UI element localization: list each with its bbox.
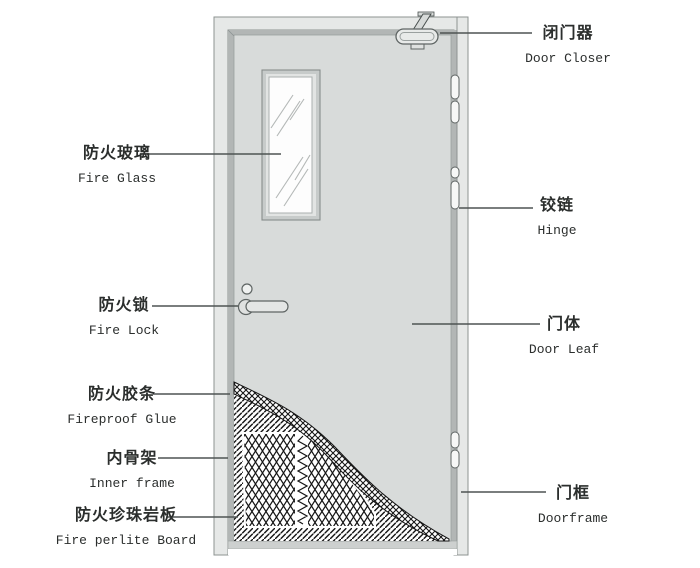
inner-frame-mesh — [244, 434, 374, 526]
cutaway-section — [233, 381, 450, 542]
label-fireproof-glue-en: Fireproof Glue — [67, 412, 177, 427]
label-fire-lock-en: Fire Lock — [88, 323, 160, 338]
label-fireproof-glue: 防火胶条 Fireproof Glue — [67, 385, 176, 428]
label-fire-lock: 防火锁 Fire Lock — [89, 296, 159, 339]
label-door-leaf-zh: 门体 — [546, 316, 581, 333]
label-fire-perlite-board-en: Fire perlite Board — [55, 533, 197, 548]
label-door-leaf: 门体 Door Leaf — [529, 315, 599, 358]
label-fire-glass-en: Fire Glass — [77, 171, 157, 186]
frame-miter-line — [227, 29, 235, 37]
lock-cylinder — [241, 283, 253, 295]
door-closer-body-inner — [399, 32, 435, 41]
glass-reflection-lines — [270, 94, 311, 207]
door-closer-device — [395, 11, 439, 50]
label-door-closer: 闭门器 Door Closer — [525, 24, 611, 67]
label-hinge: 铰链 Hinge — [537, 196, 576, 239]
mesh-seam-zigzag — [296, 435, 309, 525]
fire-lock-hardware — [237, 283, 289, 316]
label-doorframe: 门框 Doorframe — [538, 484, 608, 527]
label-door-closer-zh: 闭门器 — [542, 25, 594, 42]
hinge-middle — [450, 166, 460, 210]
door-closer-body — [395, 28, 439, 45]
label-fire-glass-zh: 防火玻璃 — [82, 145, 152, 162]
label-fireproof-glue-zh: 防火胶条 — [87, 386, 156, 403]
window-glass — [268, 76, 313, 214]
label-hinge-zh: 铰链 — [539, 197, 575, 214]
label-hinge-en: Hinge — [537, 223, 577, 238]
label-door-leaf-en: Door Leaf — [528, 342, 600, 357]
label-door-closer-en: Door Closer — [525, 51, 611, 66]
label-fire-glass: 防火玻璃 Fire Glass — [78, 144, 156, 187]
mesh-seam-bg — [295, 434, 308, 526]
window — [261, 69, 321, 221]
hinges — [450, 74, 460, 469]
label-inner-frame-en: Inner frame — [89, 476, 175, 491]
doorframe-right-member — [456, 16, 469, 556]
hinge-bottom — [450, 431, 460, 469]
label-doorframe-en: Doorframe — [537, 511, 609, 526]
label-inner-frame-zh: 内骨架 — [106, 450, 158, 467]
glue-strip-hatch — [233, 381, 450, 542]
leader-lines — [147, 32, 546, 518]
label-fire-lock-zh: 防火锁 — [98, 297, 150, 314]
door-bottom-edge — [227, 540, 458, 550]
hinge-top — [450, 74, 460, 124]
label-doorframe-zh: 门框 — [555, 485, 590, 502]
floor-gap — [228, 549, 457, 555]
label-fire-perlite-board: 防火珍珠岩板 Fire perlite Board — [56, 506, 196, 549]
label-inner-frame: 内骨架 Inner frame — [89, 449, 175, 492]
label-fire-perlite-board-zh: 防火珍珠岩板 — [74, 507, 177, 524]
handle-lever — [245, 300, 289, 313]
